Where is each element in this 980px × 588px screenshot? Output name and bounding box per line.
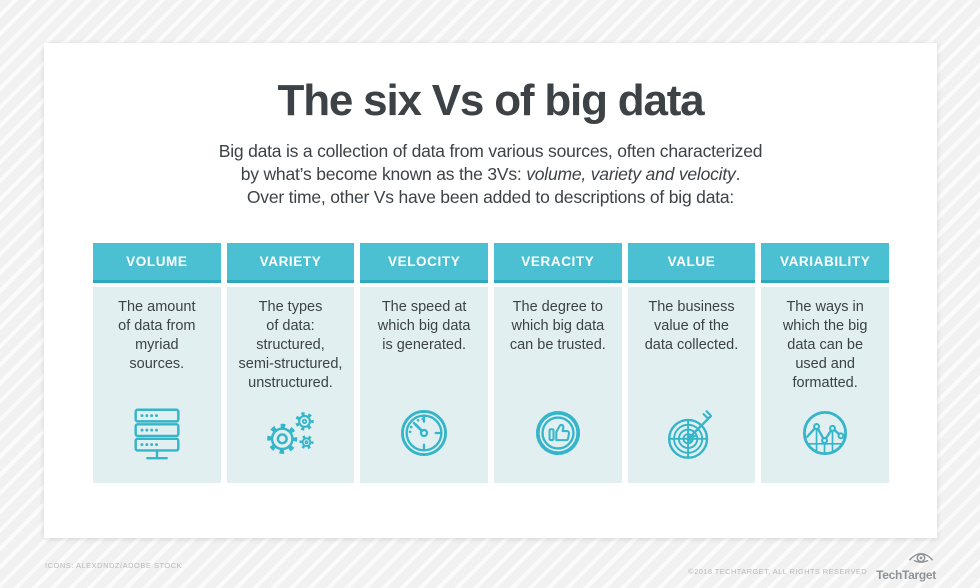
column-description: The business value of the data collected… bbox=[644, 299, 739, 353]
speedometer-icon bbox=[394, 401, 454, 465]
column-body: The amount of data from myriad sources. bbox=[93, 287, 221, 483]
column-title: VARIABILITY bbox=[779, 254, 871, 269]
column-header: VARIETY bbox=[226, 243, 355, 283]
column-title: VARIETY bbox=[259, 254, 322, 269]
column-header: VARIABILITY bbox=[761, 243, 889, 283]
column-title: VERACITY bbox=[521, 254, 595, 269]
column-description: The amount of data from myriad sources. bbox=[118, 299, 196, 372]
column-veracity: VERACITY The degree to which big data ca… bbox=[493, 243, 622, 483]
column-description: The speed at which big data is generated… bbox=[377, 299, 471, 353]
column-velocity: VELOCITY The speed at which big data is … bbox=[360, 243, 488, 483]
column-description: The ways in which the big data can be us… bbox=[782, 299, 868, 391]
column-title: VELOCITY bbox=[388, 254, 461, 269]
line-chart-circle-icon bbox=[795, 401, 855, 465]
columns-grid: VOLUME The amount of data from myriad so… bbox=[93, 243, 889, 483]
server-icon bbox=[126, 401, 188, 465]
column-body: The ways in which the big data can be us… bbox=[761, 287, 889, 483]
column-title: VALUE bbox=[667, 254, 716, 269]
column-description: The degree to which big data can be trus… bbox=[509, 299, 606, 353]
badge-thumbs-up-icon bbox=[528, 401, 588, 465]
column-body: The speed at which big data is generated… bbox=[360, 287, 488, 483]
copyright-text: ©2018 TECHTARGET, ALL RIGHTS RESERVED bbox=[688, 567, 868, 576]
column-body: The degree to which big data can be trus… bbox=[493, 287, 622, 483]
eye-icon bbox=[906, 549, 936, 569]
subtitle-line3: Over time, other Vs have been added to d… bbox=[246, 187, 735, 207]
column-variability: VARIABILITY The ways in which the big da… bbox=[761, 243, 889, 483]
column-header: VELOCITY bbox=[360, 243, 488, 283]
brand-name: TechTarget bbox=[876, 568, 936, 582]
subtitle-line2-italic: volume, variety and velocity bbox=[526, 164, 736, 184]
column-value: VALUE The business value of the data col… bbox=[627, 243, 756, 483]
footer-right: ©2018 TECHTARGET, ALL RIGHTS RESERVED Te… bbox=[688, 549, 936, 581]
subtitle-line2-prefix: by what’s become known as the 3Vs: bbox=[240, 164, 527, 184]
gears-icon bbox=[259, 401, 321, 465]
page-title: The six Vs of big data bbox=[277, 76, 705, 125]
column-body: The types of data: structured, semi-stru… bbox=[226, 287, 355, 483]
column-title: VOLUME bbox=[126, 254, 188, 269]
column-volume: VOLUME The amount of data from myriad so… bbox=[93, 243, 221, 483]
column-body: The business value of the data collected… bbox=[627, 287, 756, 483]
page-subtitle: Big data is a collection of data from va… bbox=[44, 140, 937, 209]
subtitle-line1: Big data is a collection of data from va… bbox=[218, 141, 763, 161]
column-description: The types of data: structured, semi-stru… bbox=[238, 299, 343, 391]
column-header: VALUE bbox=[627, 243, 756, 283]
content-card: The six Vs of big data Big data is a col… bbox=[44, 43, 937, 538]
target-arrow-icon bbox=[660, 401, 722, 465]
column-header: VOLUME bbox=[93, 243, 221, 283]
column-header: VERACITY bbox=[493, 243, 622, 283]
techtarget-logo: TechTarget bbox=[876, 549, 936, 581]
subtitle-line2-suffix: . bbox=[735, 164, 741, 184]
icon-credits: ICONS: ALEXDNDZ/ADOBE STOCK bbox=[45, 561, 183, 570]
column-variety: VARIETY The types of data: structured, s… bbox=[226, 243, 355, 483]
